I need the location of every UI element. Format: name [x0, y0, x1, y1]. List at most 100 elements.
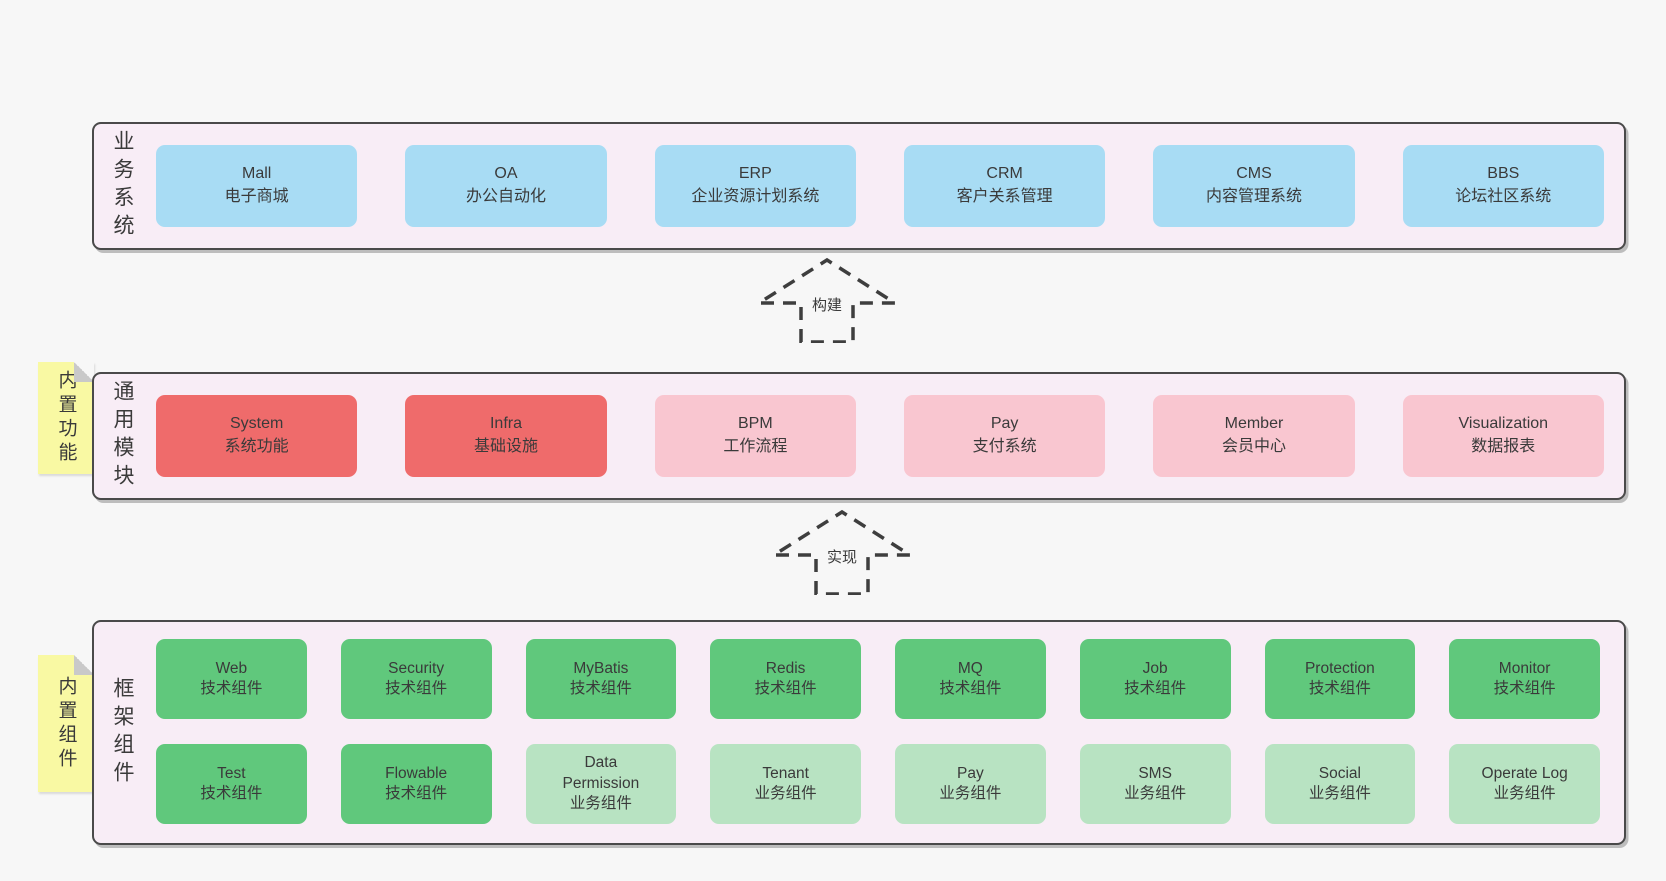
box-title-zh: 会员中心	[1221, 438, 1286, 455]
box-protection: Protection 技术组件	[1264, 639, 1416, 719]
box-title-en: Redis	[765, 659, 806, 677]
box-title-en: Infra	[489, 415, 522, 433]
box-title-en: Security	[388, 659, 445, 677]
build-arrow: 构建	[755, 257, 899, 343]
panel-common-modules: 通用模块 System 系统功能 Infra 基础设施 BPM 工作流程 Pay…	[92, 372, 1626, 500]
box-title-en: Flowable	[385, 764, 448, 782]
box-bpm: BPM 工作流程	[654, 395, 856, 477]
box-title-zh: 技术组件	[754, 680, 817, 697]
box-title-zh: 技术组件	[385, 785, 448, 802]
box-mall: Mall 电子商城	[156, 145, 358, 227]
box-security: Security 技术组件	[340, 639, 492, 719]
box-title-zh: 技术组件	[939, 680, 1002, 697]
box-title-zh: 客户关系管理	[956, 188, 1053, 205]
panel-framework-components: 框架组件 Web 技术组件 Security 技术组件 MyBatis 技术组件…	[92, 620, 1626, 845]
box-title-zh: 业务组件	[754, 785, 817, 802]
box-sms: SMS 业务组件	[1079, 744, 1231, 824]
box-crm: CRM 客户关系管理	[903, 145, 1106, 227]
box-data-permission: Data Permission 业务组件	[525, 744, 677, 824]
component-row-tech: Web 技术组件 Security 技术组件 MyBatis 技术组件 Redi…	[156, 639, 1600, 719]
box-title-zh: 技术组件	[385, 680, 448, 697]
box-title-zh: 内容管理系统	[1205, 188, 1302, 205]
box-flowable: Flowable 技术组件	[340, 744, 492, 824]
box-infra: Infra 基础设施	[405, 395, 607, 477]
box-title-en: Job	[1142, 659, 1168, 677]
box-title-en: ERP	[738, 165, 772, 183]
box-title-zh: 基础设施	[473, 438, 538, 455]
section-label-framework-components: 框架组件	[111, 676, 134, 789]
box-test: Test 技术组件	[156, 744, 307, 824]
box-title-zh: 业务组件	[1308, 785, 1371, 802]
box-job: Job 技术组件	[1079, 639, 1231, 719]
box-title-en: Tenant	[762, 764, 809, 782]
box-title-en: Social	[1318, 764, 1361, 782]
box-operate-log: Operate Log 业务组件	[1449, 744, 1600, 824]
box-title-en: Operate Log	[1481, 764, 1568, 782]
box-title-en: BBS	[1487, 165, 1520, 183]
box-title-zh: 论坛社区系统	[1455, 188, 1552, 205]
box-bbs: BBS 论坛社区系统	[1402, 145, 1604, 227]
box-title-zh: 企业资源计划系统	[691, 188, 820, 205]
box-title-en: Protection	[1304, 659, 1375, 677]
box-title-zh: 技术组件	[200, 785, 263, 802]
sticky-note-built-in-features: 内置功能	[38, 362, 94, 474]
box-title-zh: 电子商城	[224, 188, 289, 205]
module-boxes: System 系统功能 Infra 基础设施 BPM 工作流程 Pay 支付系统…	[156, 395, 1604, 477]
box-title-en: Mall	[241, 165, 272, 183]
sticky-note-label: 内置功能	[55, 370, 77, 466]
box-cms: CMS 内容管理系统	[1153, 145, 1355, 227]
box-title-zh: 业务组件	[939, 785, 1002, 802]
box-mq: MQ 技术组件	[895, 639, 1046, 719]
box-title-en: CMS	[1236, 165, 1272, 183]
box-title-en: Data Permission	[562, 754, 640, 792]
box-title-en: MQ	[957, 659, 983, 677]
box-title-en: MyBatis	[573, 659, 629, 677]
box-title-zh: 支付系统	[972, 438, 1037, 455]
box-title-zh: 数据报表	[1471, 438, 1536, 455]
box-pay-biz: Pay 业务组件	[895, 744, 1046, 824]
box-title-zh: 技术组件	[1308, 680, 1371, 697]
box-system: System 系统功能	[156, 395, 358, 477]
box-title-en: CRM	[986, 165, 1023, 183]
component-row-biz: Test 技术组件 Flowable 技术组件 Data Permission …	[156, 744, 1600, 824]
box-title-en: Member	[1224, 415, 1284, 433]
box-oa: OA 办公自动化	[405, 145, 607, 227]
box-title-zh: 技术组件	[1124, 680, 1187, 697]
box-title-zh: 业务组件	[1493, 785, 1556, 802]
box-title-zh: 工作流程	[723, 438, 788, 455]
box-title-en: Visualization	[1458, 415, 1549, 433]
implement-arrow-label: 实现	[823, 546, 861, 567]
business-boxes: Mall 电子商城 OA 办公自动化 ERP 企业资源计划系统 CRM 客户关系…	[156, 145, 1604, 227]
box-social: Social 业务组件	[1264, 744, 1416, 824]
box-title-en: Pay	[990, 415, 1019, 433]
build-arrow-label: 构建	[808, 294, 846, 315]
box-title-en: SMS	[1138, 764, 1172, 782]
box-monitor: Monitor 技术组件	[1449, 639, 1600, 719]
implement-arrow: 实现	[770, 509, 914, 595]
box-title-en: Pay	[957, 764, 984, 782]
dashed-up-arrow-icon	[770, 509, 914, 595]
box-title-en: Monitor	[1498, 659, 1551, 677]
box-title-en: OA	[494, 165, 518, 183]
box-title-zh: 技术组件	[200, 680, 263, 697]
component-rows: Web 技术组件 Security 技术组件 MyBatis 技术组件 Redi…	[156, 639, 1600, 824]
section-label-common-modules: 通用模块	[111, 380, 134, 492]
sticky-note-label: 内置组件	[55, 675, 77, 772]
box-title-zh: 业务组件	[569, 795, 632, 813]
sticky-note-built-in-components: 内置组件	[38, 655, 94, 792]
box-mybatis: MyBatis 技术组件	[525, 639, 677, 719]
box-title-en: Web	[215, 659, 248, 677]
box-title-en: BPM	[737, 415, 773, 433]
section-label-business-systems: 业务系统	[111, 130, 134, 242]
box-pay: Pay 支付系统	[903, 395, 1106, 477]
box-title-zh: 办公自动化	[465, 188, 546, 205]
panel-business-systems: 业务系统 Mall 电子商城 OA 办公自动化 ERP 企业资源计划系统 CRM…	[92, 122, 1626, 250]
box-title-zh: 技术组件	[569, 680, 632, 697]
box-visualization: Visualization 数据报表	[1402, 395, 1604, 477]
box-tenant: Tenant 业务组件	[710, 744, 861, 824]
box-redis: Redis 技术组件	[710, 639, 861, 719]
box-erp: ERP 企业资源计划系统	[654, 145, 856, 227]
box-member: Member 会员中心	[1153, 395, 1355, 477]
box-web: Web 技术组件	[156, 639, 307, 719]
